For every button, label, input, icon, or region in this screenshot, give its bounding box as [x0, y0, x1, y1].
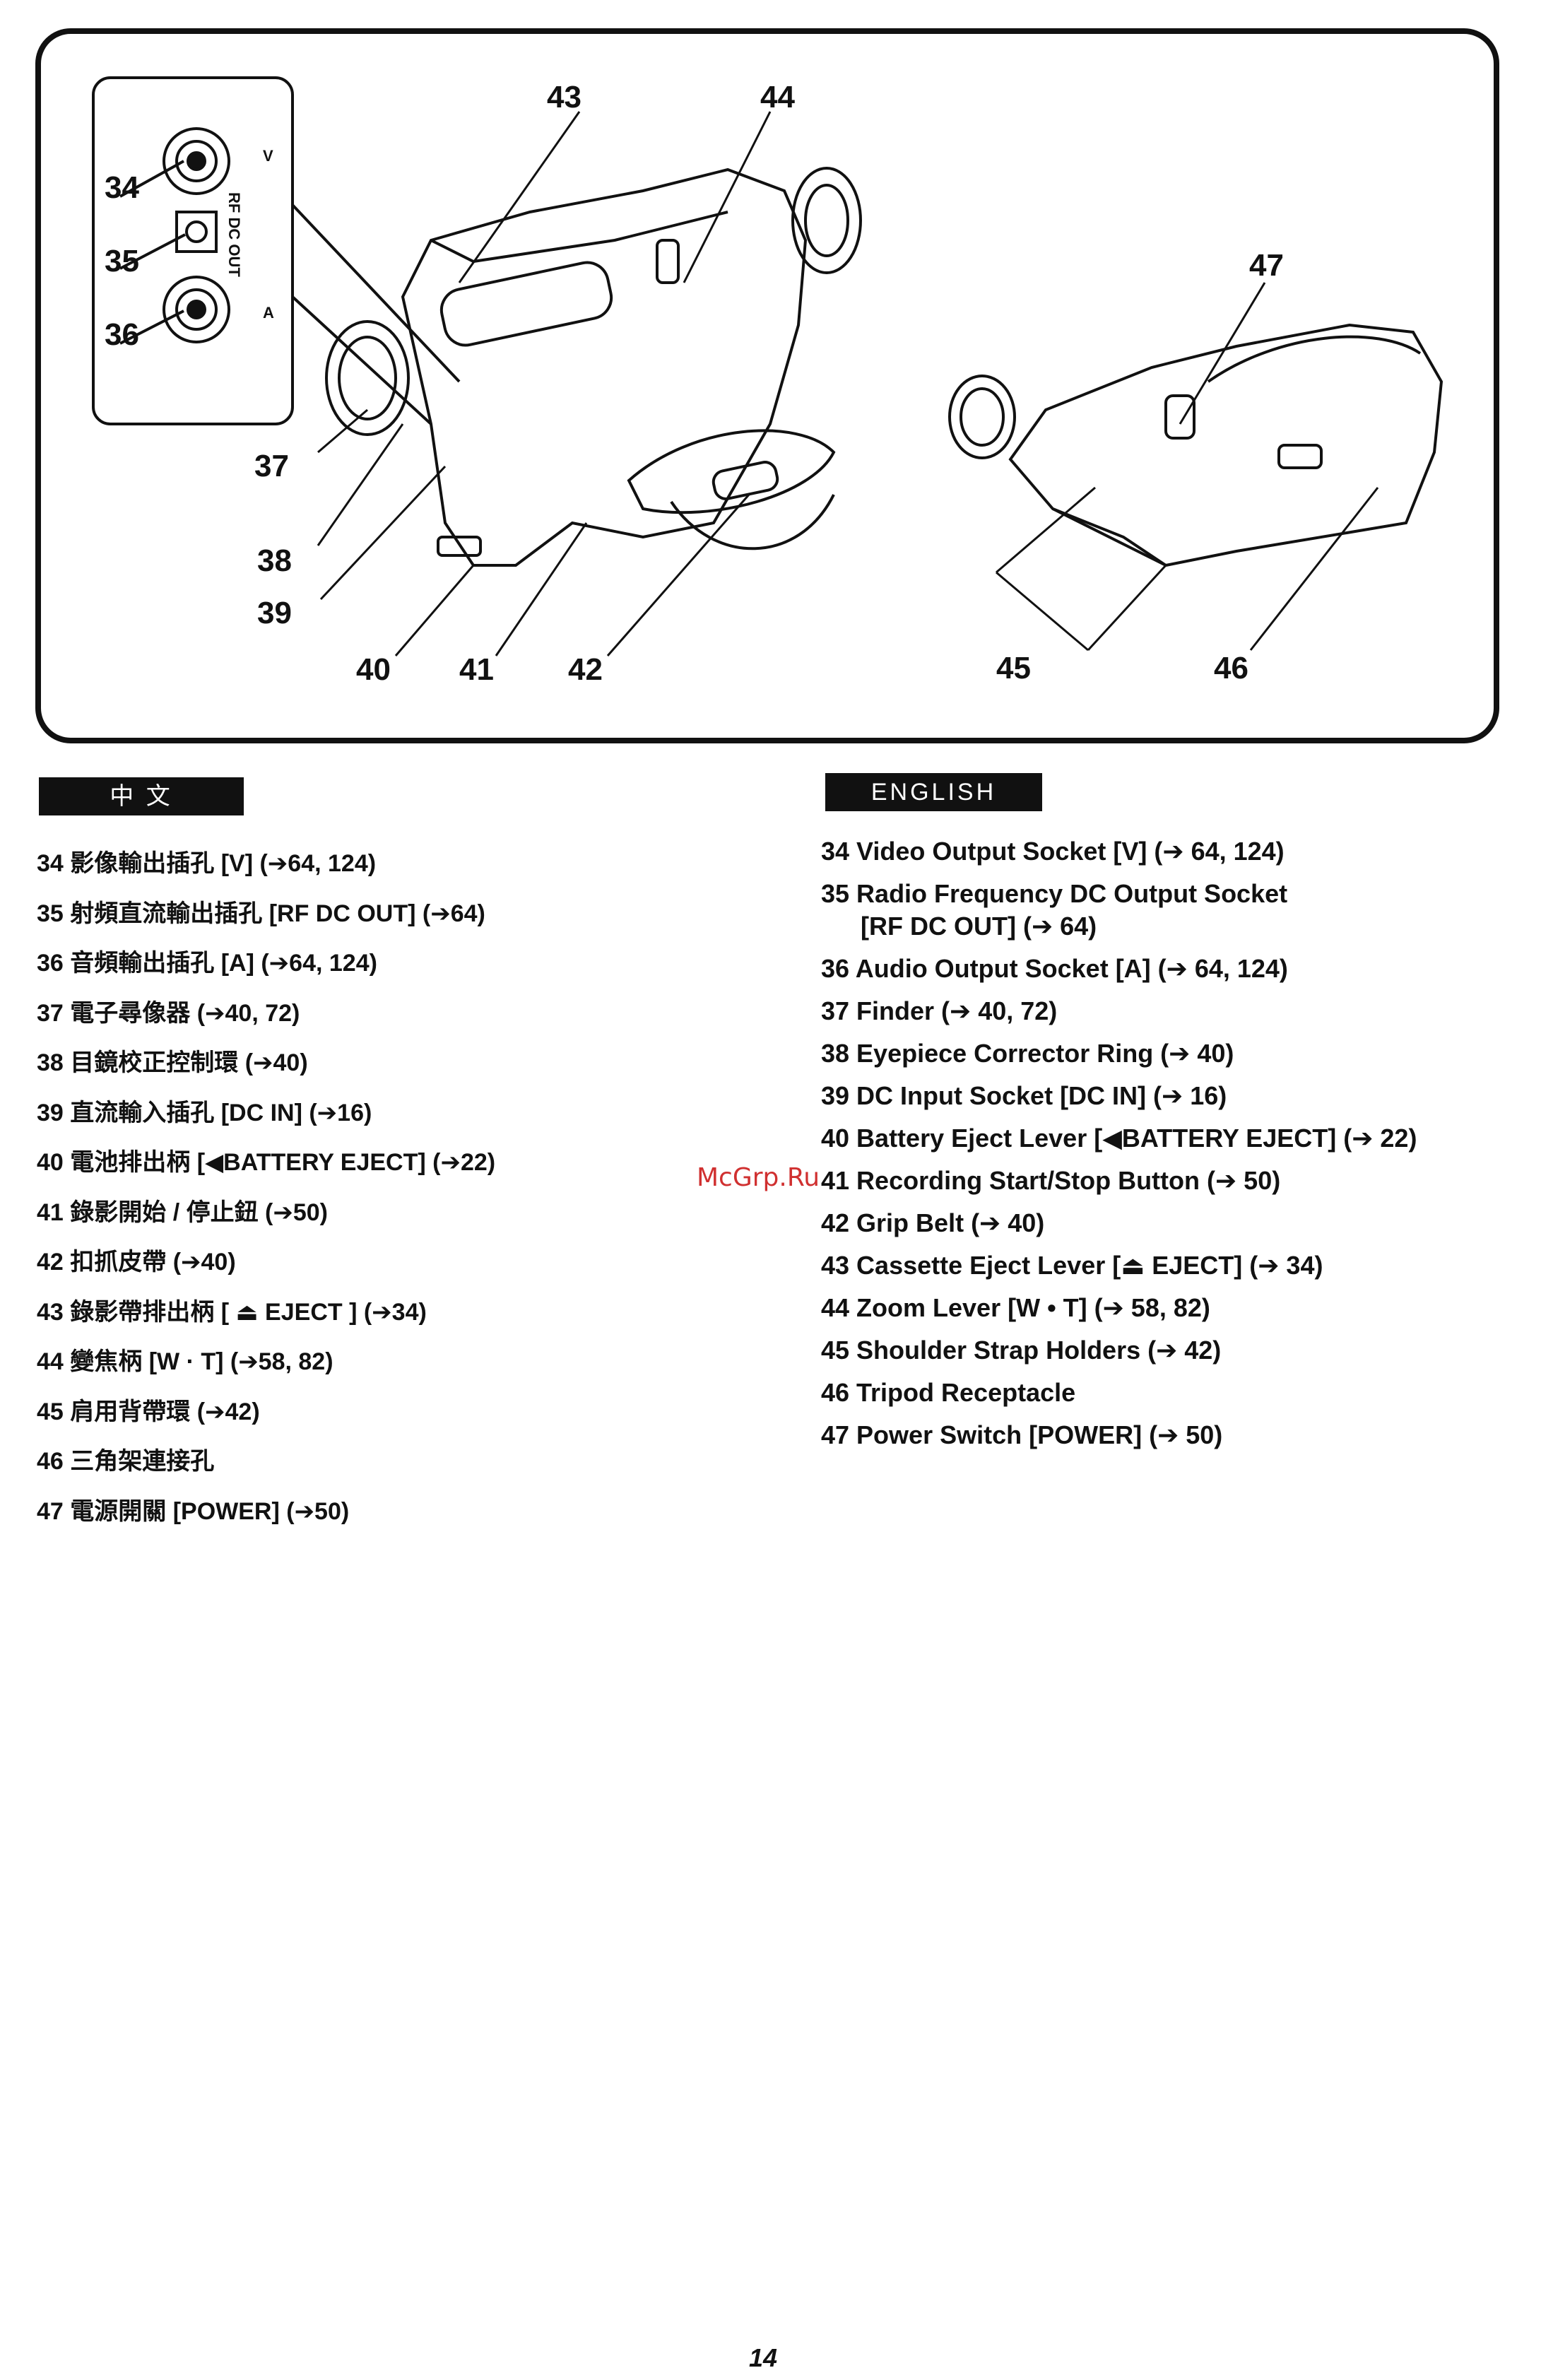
list-item: 45 Shoulder Strap Holders (➔ 42)	[821, 1336, 1222, 1365]
list-item: 37 電子尋像器 (➔40, 72)	[37, 999, 300, 1027]
list-item: 35 射頻直流輸出插孔 [RF DC OUT] (➔64)	[37, 900, 485, 927]
callout-38: 38	[257, 543, 292, 578]
list-item: 36 Audio Output Socket [A] (➔ 64, 124)	[821, 954, 1288, 983]
english-parts-list: 34 Video Output Socket [V] (➔ 64, 124) 3…	[821, 835, 1513, 1461]
list-item: 47 Power Switch [POWER] (➔ 50)	[821, 1420, 1223, 1449]
jack-label-audio: A	[263, 304, 274, 322]
list-item: 39 直流輸入插孔 [DC IN] (➔16)	[37, 1099, 372, 1126]
callout-43: 43	[547, 80, 581, 114]
list-item: 42 扣抓皮帶 (➔40)	[37, 1249, 236, 1276]
jack-label-rf: RF DC OUT	[225, 192, 243, 277]
list-item: 36 音頻輸出插孔 [A] (➔64, 124)	[37, 950, 377, 977]
callout-45: 45	[996, 651, 1031, 685]
jack-panel-inset	[92, 76, 461, 425]
chinese-parts-list: 34 影像輸出插孔 [V] (➔64, 124) 35 射頻直流輸出插孔 [RF…	[37, 848, 786, 1545]
callout-34: 34	[105, 170, 139, 205]
page-number: 14	[749, 2343, 778, 2372]
list-item: 46 Tripod Receptacle	[821, 1378, 1076, 1407]
list-item: 39 DC Input Socket [DC IN] (➔ 16)	[821, 1081, 1227, 1110]
camcorder-illustration: V RF DC OUT A	[92, 76, 1443, 687]
callout-37: 37	[254, 449, 289, 483]
list-item: 43 錄影帶排出柄 [ ⏏ EJECT ] (➔34)	[37, 1298, 427, 1326]
list-item: 34 影像輸出插孔 [V] (➔64, 124)	[37, 850, 377, 877]
chinese-section-heading: 中 文	[39, 777, 244, 815]
callout-39: 39	[257, 596, 292, 630]
list-item: 46 三角架連接孔	[37, 1448, 215, 1475]
list-item: 42 Grip Belt (➔ 40)	[821, 1208, 1045, 1237]
list-item: 44 變焦柄 [W · T] (➔58, 82)	[37, 1348, 333, 1375]
callout-41: 41	[459, 652, 494, 687]
callout-40: 40	[356, 652, 391, 687]
jack-label-video: V	[263, 147, 273, 165]
list-item: 38 Eyepiece Corrector Ring (➔ 40)	[821, 1039, 1234, 1068]
callout-46: 46	[1214, 651, 1248, 685]
list-item: 43 Cassette Eject Lever [⏏ EJECT] (➔ 34)	[821, 1251, 1323, 1280]
list-item: 41 錄影開始 / 停止鈕 (➔50)	[37, 1198, 329, 1226]
callout-44: 44	[760, 80, 795, 114]
list-item: 37 Finder (➔ 40, 72)	[821, 996, 1058, 1025]
list-item: 44 Zoom Lever [W • T] (➔ 58, 82)	[821, 1293, 1210, 1322]
watermark: McGrp.Ru	[697, 1163, 820, 1192]
callout-47: 47	[1249, 248, 1284, 283]
leader-lines-left	[317, 111, 772, 656]
leader-lines-right	[996, 282, 1379, 652]
list-item: 34 Video Output Socket [V] (➔ 64, 124)	[821, 837, 1285, 866]
camcorder-rear-view	[948, 323, 1443, 567]
list-item: 38 目鏡校正控制環 (➔40)	[37, 1049, 308, 1076]
figure-frame	[35, 28, 1499, 743]
camcorder-front-view	[325, 167, 862, 567]
list-item: 35 Radio Frequency DC Output Socket[RF D…	[821, 879, 1288, 941]
list-item: 47 電源開關 [POWER] (➔50)	[37, 1497, 350, 1525]
list-item: 40 Battery Eject Lever [◀BATTERY EJECT] …	[821, 1124, 1417, 1153]
list-item: 45 肩用背帶環 (➔42)	[37, 1398, 260, 1425]
callout-36: 36	[105, 317, 139, 352]
callout-42: 42	[568, 652, 603, 687]
english-section-heading: ENGLISH	[825, 773, 1042, 811]
list-item: 40 電池排出柄 [◀BATTERY EJECT] (➔22)	[37, 1149, 496, 1176]
callout-35: 35	[105, 244, 139, 278]
list-item: 41 Recording Start/Stop Button (➔ 50)	[821, 1166, 1281, 1195]
